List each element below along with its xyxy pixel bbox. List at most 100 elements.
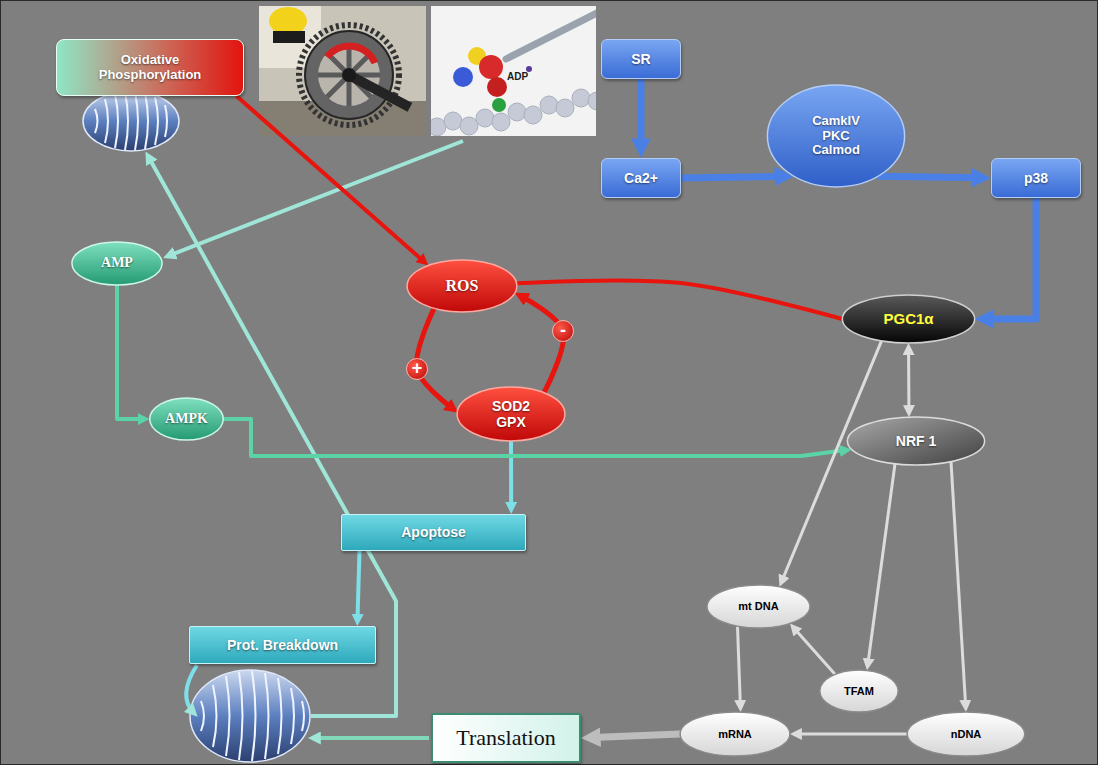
connector-arrow	[951, 462, 966, 705]
crank-axle	[342, 68, 356, 82]
mitochondrion-body	[190, 670, 310, 762]
connector-arrow	[593, 734, 680, 738]
connector-arrow	[417, 308, 452, 407]
process-ellipse: CamkIV PKC Calmod	[766, 83, 906, 189]
myosin-tail	[506, 11, 596, 59]
picture-arrow	[168, 141, 463, 256]
process-box: Ca2+	[601, 158, 681, 198]
node-label: nDNA	[951, 728, 982, 741]
connector-arrow	[509, 441, 513, 507]
node-label: CamkIV PKC Calmod	[812, 114, 860, 159]
node-label: mRNA	[718, 728, 752, 741]
node-label: SR	[631, 51, 650, 67]
ellipse-outline	[767, 85, 904, 187]
actin-filament	[431, 89, 596, 136]
process-box: Translation	[431, 713, 581, 763]
process-box: Prot. Breakdown	[189, 626, 376, 664]
myosin-head-green	[492, 98, 506, 112]
photo-wall	[259, 6, 426, 136]
myosin-head-red	[487, 77, 507, 97]
node-label: AMP	[101, 255, 133, 271]
actin-myosin-picture	[431, 6, 596, 136]
ellipse-outline	[907, 712, 1025, 756]
node-label: TFAM	[844, 685, 874, 698]
ellipse-outline	[820, 670, 898, 712]
mitochondrion-top	[83, 91, 179, 151]
actin-bead	[556, 99, 574, 117]
process-ellipse: mt DNA	[706, 584, 811, 629]
ellipse-outline	[407, 260, 517, 312]
myosin-head-red	[479, 55, 503, 79]
red-crank-guard	[327, 46, 375, 63]
breakdown-arrow	[186, 665, 197, 713]
connector-arrow	[878, 176, 979, 178]
ellipse-outline	[707, 585, 810, 628]
bike-part	[273, 31, 305, 43]
molecule-label: ADP	[507, 71, 528, 82]
connector-arrow	[522, 297, 564, 393]
process-box: SR	[601, 39, 681, 79]
connector-arrow	[738, 626, 741, 705]
node-label: ROS	[446, 277, 479, 295]
ellipse-outline	[842, 295, 974, 343]
actin-bead	[524, 106, 542, 124]
myosin-head-blue	[453, 67, 473, 87]
actin-bead	[508, 103, 526, 121]
node-label: Ca2+	[624, 170, 658, 186]
ellipse-outline	[150, 398, 224, 440]
actin-bead	[460, 117, 478, 135]
translation-arrow	[313, 736, 429, 740]
actin-bead	[444, 112, 462, 130]
cycling-photo	[259, 6, 426, 136]
process-ellipse: ROS	[406, 259, 518, 313]
connector-arrow	[681, 176, 782, 178]
chain-ring-inner	[318, 44, 380, 106]
actin-bead	[540, 96, 558, 114]
chain-ring-spokes	[318, 44, 380, 106]
node-label: SOD2 GPX	[492, 398, 530, 430]
mitochondrion-body	[83, 91, 179, 151]
connector-arrow	[517, 280, 843, 319]
mitochondrion-bottom	[190, 670, 310, 762]
connector-arrow	[797, 733, 907, 736]
node-label: Oxidative Phosphorylation	[99, 53, 202, 83]
sign-label: -	[552, 320, 574, 342]
ellipse-outline	[680, 712, 790, 756]
node-label: AMPK	[165, 411, 208, 427]
connector-arrow	[986, 198, 1036, 319]
process-ellipse: NRF 1	[846, 416, 986, 466]
node-label: Prot. Breakdown	[227, 637, 338, 653]
connector-arrow	[117, 285, 143, 419]
connector-arrow	[795, 629, 835, 674]
process-ellipse: AMPK	[149, 397, 224, 441]
process-box: Apoptose	[341, 514, 526, 551]
connector-arrow	[358, 551, 360, 619]
actin-bead	[492, 113, 510, 131]
process-ellipse: nDNA	[906, 711, 1026, 757]
ellipse-outline	[847, 417, 984, 465]
process-ellipse: PGC1α	[841, 294, 976, 344]
process-box: Oxidative Phosphorylation	[56, 39, 244, 96]
mitochondrion-cristae	[95, 92, 167, 150]
ellipse-outline	[457, 387, 565, 441]
process-ellipse: mRNA	[679, 711, 791, 757]
actin-bead	[588, 92, 596, 110]
node-label: Apoptose	[401, 524, 466, 540]
process-ellipse: TFAM	[819, 669, 899, 713]
mitochondrion-cristae	[201, 671, 304, 761]
renewal-arrow	[148, 156, 396, 716]
node-label: NRF 1	[896, 433, 936, 449]
connector-arrow	[868, 464, 895, 663]
connector-arrow	[907, 350, 910, 410]
node-label: PGC1α	[883, 310, 933, 327]
chain-ring	[305, 31, 393, 119]
node-label: p38	[1024, 170, 1048, 186]
process-box: p38	[991, 158, 1081, 198]
sign-label: +	[406, 358, 428, 380]
process-ellipse: SOD2 GPX	[456, 386, 566, 442]
connector-arrow	[782, 341, 881, 580]
actin-bead	[476, 109, 494, 127]
connector-arrow	[638, 79, 645, 146]
